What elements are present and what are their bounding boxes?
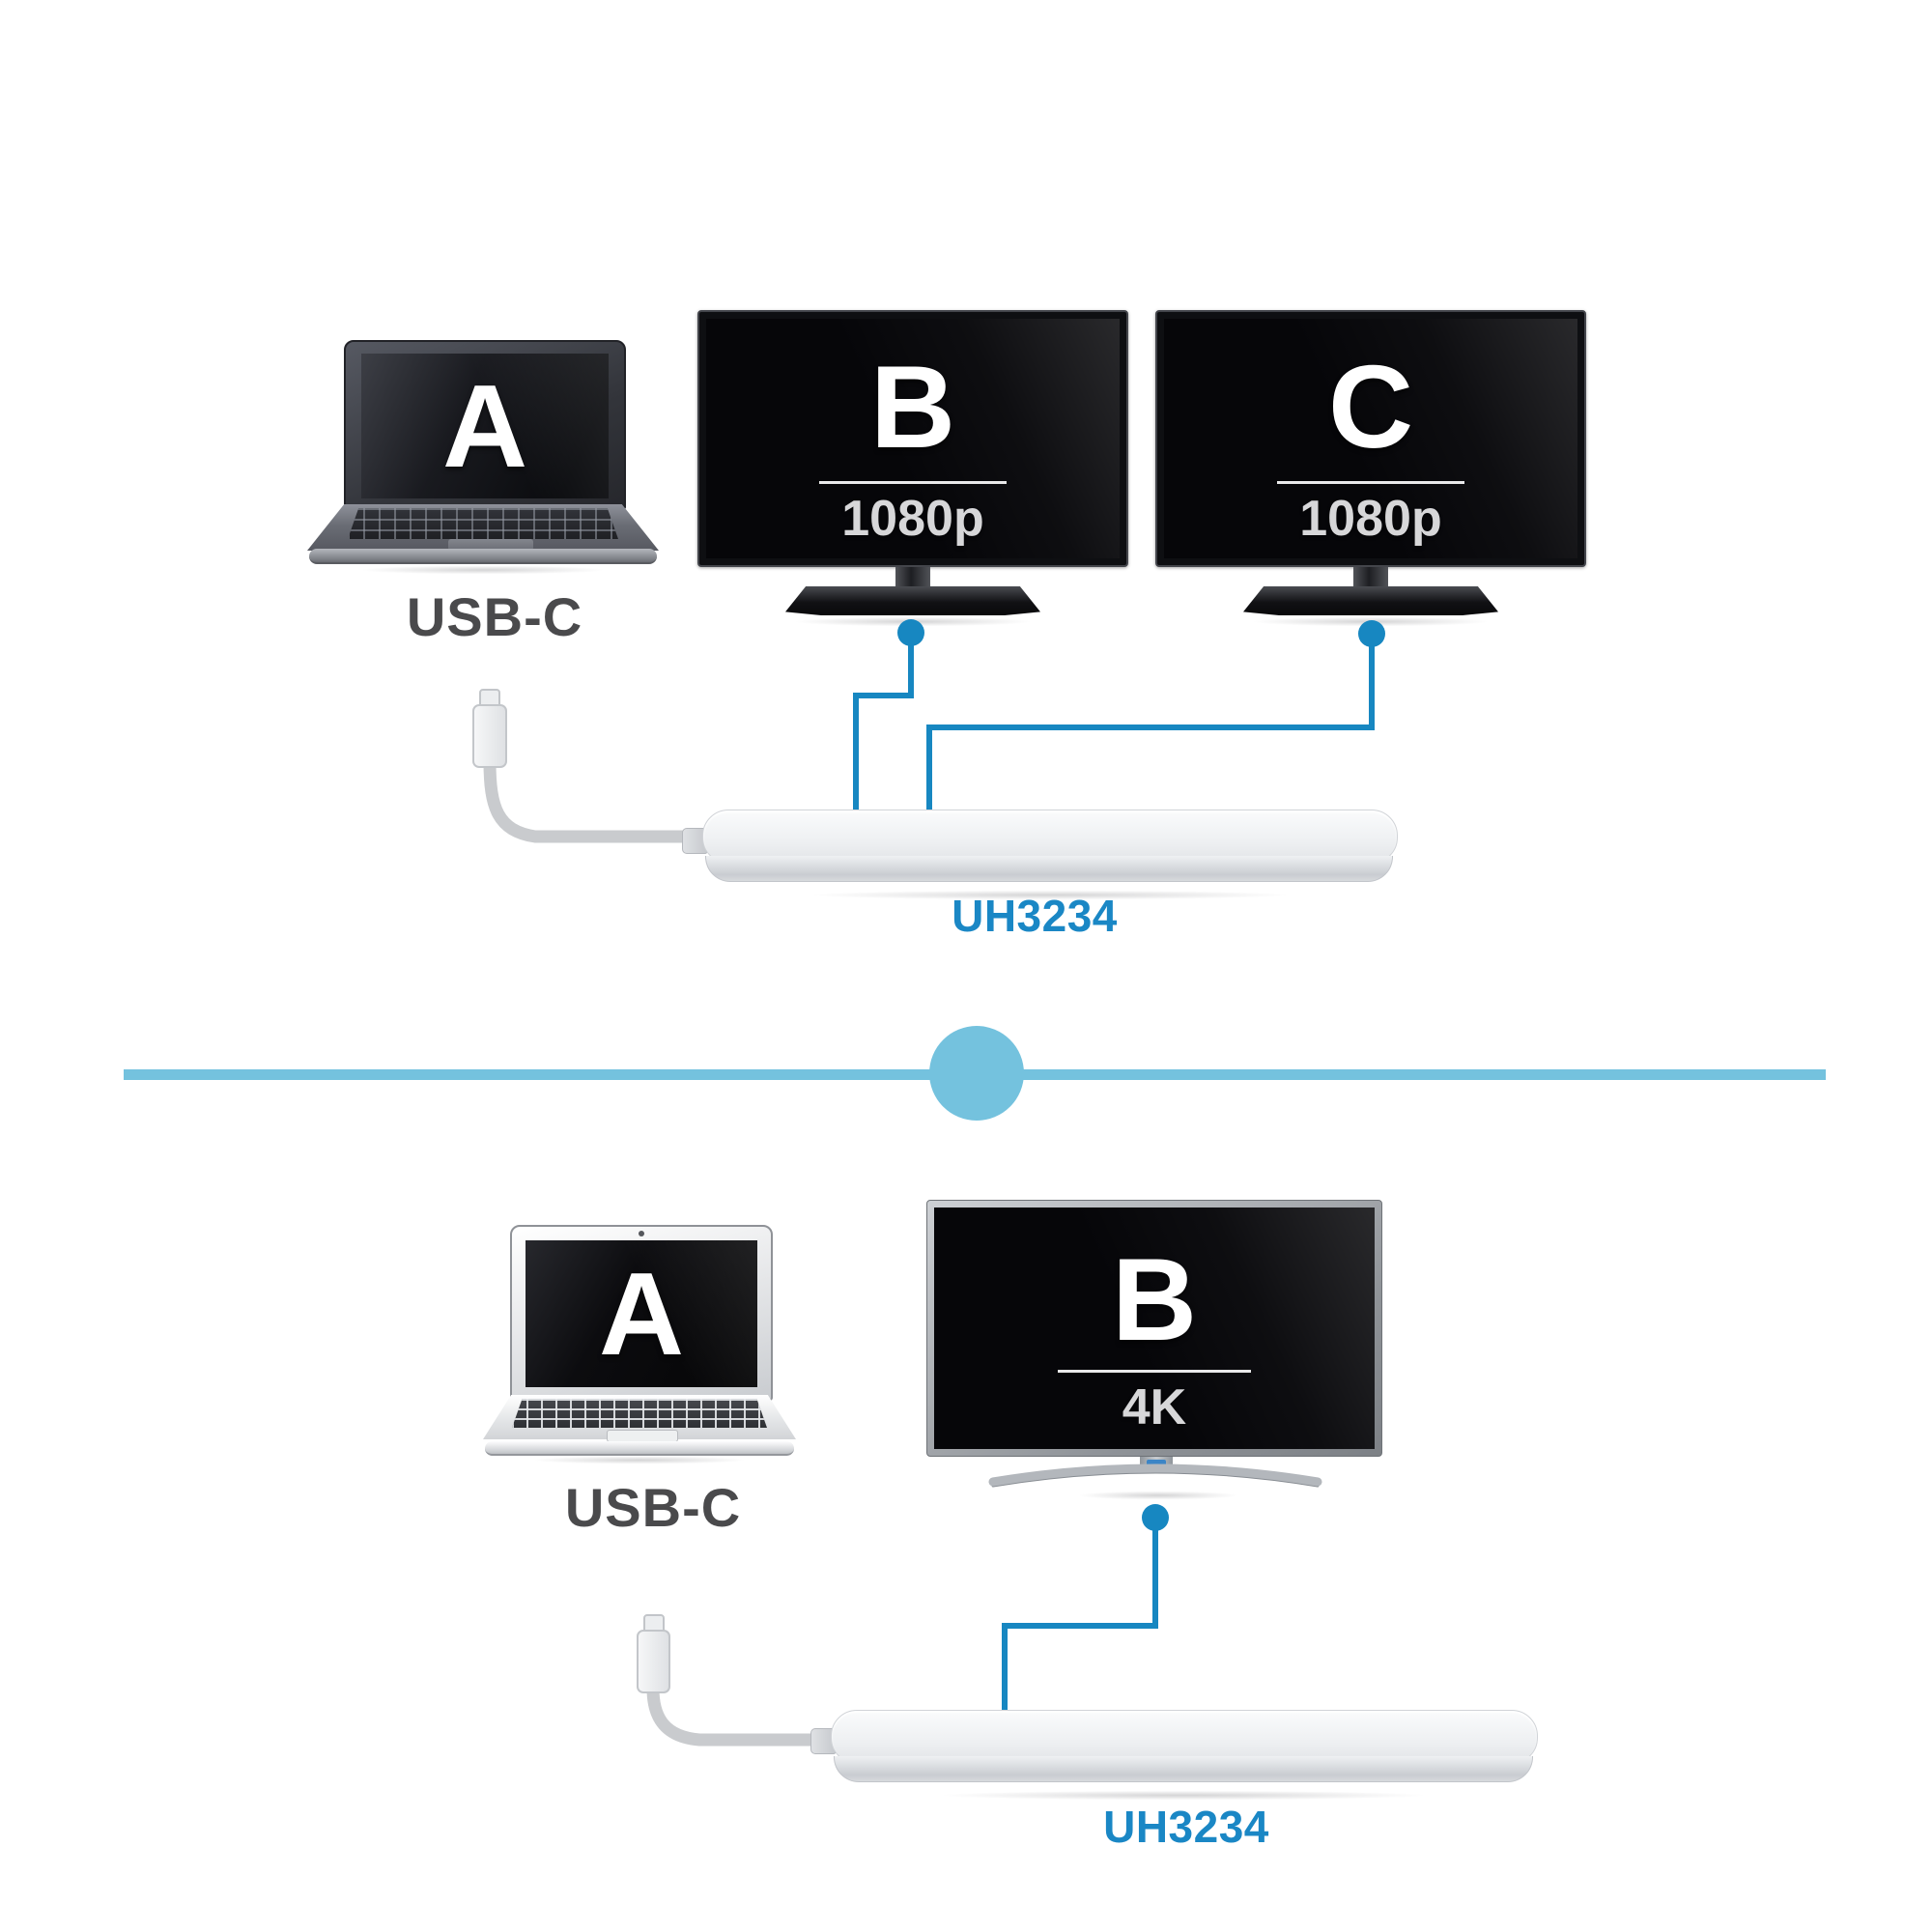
dock-shadow [731,889,1369,901]
laptop-screen: A [526,1240,757,1387]
dock-model-label-bottom: UH3234 [1103,1802,1269,1852]
monitor-screen: B 1080p [706,319,1120,558]
video-cable-monitor-b-top [853,633,914,813]
resolution-label: 1080p [841,490,984,547]
laptop-touchpad [448,539,533,551]
usbc-label-bottom: USB-C [564,1477,742,1538]
cable-connector-dot [897,619,924,646]
monitor-c-top: C 1080p [1155,310,1586,628]
monitor-stand-neck [1353,567,1388,588]
monitor-stand-neck [895,567,930,588]
monitor-screen-letter: C [1327,341,1414,472]
dock-shadow [860,1789,1507,1802]
dock-model-label-top: UH3234 [952,891,1118,941]
resolution-label: 1080p [1299,490,1442,547]
resolution-label: 4K [1122,1378,1187,1435]
laptop-base [309,549,657,564]
laptop-keyboard [512,1399,767,1428]
laptop-screen-letter: A [598,1248,685,1379]
dock-side-face [834,1756,1533,1782]
monitor-b-bottom: B 4K [926,1200,1382,1501]
laptop-lid: A [344,340,626,510]
tv-stand-leg [988,1463,1322,1487]
laptop-screen: A [361,354,609,498]
dock-uh3234-top [682,810,1398,901]
section-divider-dot [929,1026,1024,1121]
laptop-screen-letter: A [441,360,528,492]
usbc-connector-body [637,1630,670,1693]
cable-connector-dot [1358,620,1385,647]
monitor-stand-base [785,586,1040,615]
monitor-screen: C 1080p [1164,319,1577,558]
dock-top-face [702,810,1398,864]
cable-connector-dot [1142,1504,1169,1531]
usbc-cable-top [483,754,691,843]
monitor-screen-letter: B [869,341,956,472]
resolution-divider [819,480,1007,484]
laptop-a-bottom: A [483,1225,796,1466]
laptop-shadow [498,1455,781,1465]
usbc-cable-bottom [646,1682,826,1747]
laptop-shadow [321,564,645,576]
dock-side-face [705,856,1393,882]
usbc-connector-body [472,704,507,768]
video-cable-monitor-b-bottom [1002,1518,1158,1714]
laptop-keyboard [348,508,618,539]
dock-uh3234-bottom [810,1710,1538,1802]
monitor-shadow [1052,1490,1264,1501]
monitor-stand-base [1243,586,1498,615]
video-cable-monitor-c-top [926,634,1375,813]
monitor-screen: B 4K [934,1208,1375,1449]
resolution-divider [1277,480,1464,484]
resolution-divider [1058,1369,1251,1373]
usbc-label-top: USB-C [406,586,583,647]
laptop-lid: A [510,1225,773,1401]
laptop-base [485,1441,794,1456]
monitor-stand-accent [1147,1460,1166,1466]
laptop-a-top: A [307,340,659,576]
monitor-screen-letter: B [1111,1234,1198,1365]
monitor-b-top: B 1080p [697,310,1128,628]
